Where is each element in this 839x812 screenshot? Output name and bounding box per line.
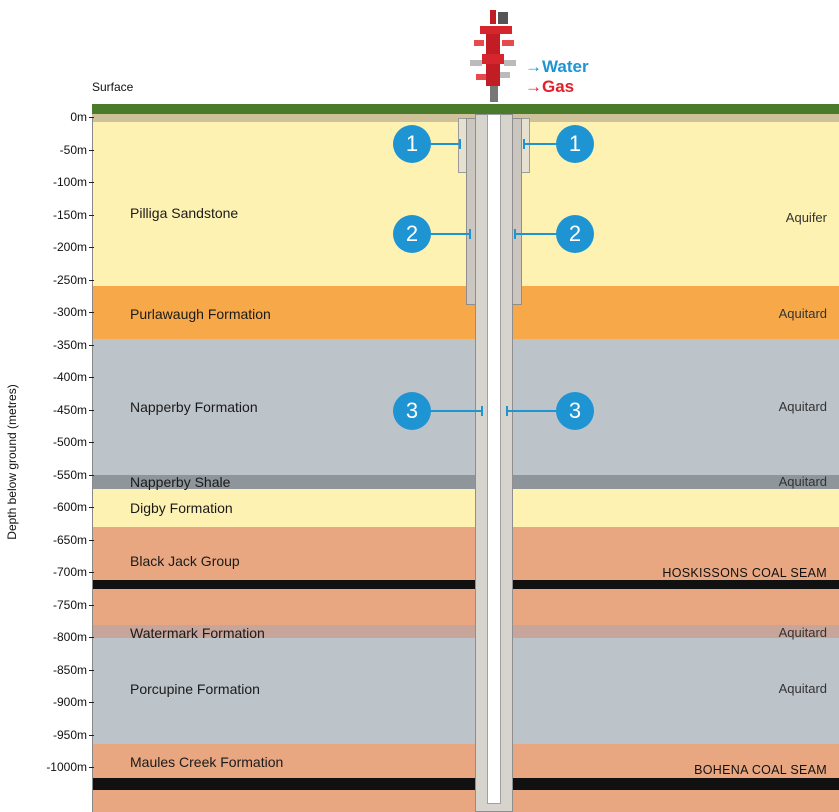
marker-3-left: 3 — [393, 392, 431, 430]
marker-3-left-cap — [481, 406, 483, 416]
gas-arrow-icon: → — [525, 77, 542, 96]
class-pilliga: Aquifer — [785, 210, 827, 225]
depth-tick-mark — [89, 377, 94, 378]
depth-tick-label: -150m — [52, 207, 87, 222]
depth-tick-mark — [89, 572, 94, 573]
label-purlawaugh-formation: Purlawaugh Formation — [130, 306, 271, 322]
class-watermark: Aquitard — [778, 625, 827, 640]
production-tubing — [487, 114, 501, 804]
depth-tick-mark — [89, 539, 94, 541]
depth-tick-mark — [89, 474, 94, 476]
layer-porcupine-formation — [92, 638, 839, 744]
depth-tick-mark — [89, 669, 94, 671]
marker-2-left: 2 — [393, 215, 431, 253]
grass-band — [92, 104, 839, 114]
layer-purlawaugh-formation — [92, 286, 839, 339]
marker-2-right: 2 — [556, 215, 594, 253]
label-napperby-formation: Napperby Formation — [130, 399, 258, 415]
depth-tick-label: -500m — [52, 435, 87, 449]
layer-napperby-shale — [92, 475, 839, 489]
depth-tick-label: -850m — [52, 662, 87, 677]
marker-1-right-cap — [523, 139, 525, 149]
marker-3-right-line — [506, 410, 557, 412]
label-watermark-formation: Watermark Formation — [130, 625, 265, 641]
label-porcupine-formation: Porcupine Formation — [130, 681, 260, 697]
layer-watermark-formation — [92, 625, 839, 638]
class-purlawaugh: Aquitard — [778, 306, 827, 321]
marker-1-right-line — [523, 143, 557, 145]
label-pilliga-sandstone: Pilliga Sandstone — [130, 205, 239, 221]
marker-3-left-line — [429, 410, 482, 412]
depth-tick-label: -300m — [52, 305, 87, 319]
marker-2-left-cap — [469, 229, 471, 239]
water-flow-label: →Water — [525, 57, 589, 76]
depth-tick-label: -100m — [52, 175, 87, 189]
surface-label: Surface — [92, 80, 134, 94]
depth-tick-label: -800m — [52, 630, 87, 644]
depth-tick-label: -450m — [52, 402, 87, 417]
bohena-coal-seam-band — [92, 778, 839, 790]
depth-tick-mark — [89, 637, 94, 638]
depth-tick-label: -650m — [52, 532, 87, 547]
depth-tick-label: -700m — [52, 565, 87, 579]
class-napperby-shale: Aquitard — [778, 474, 827, 489]
depth-tick-label: -750m — [52, 597, 87, 612]
depth-tick-mark — [89, 312, 94, 313]
depth-tick-mark — [89, 182, 94, 183]
depth-tick-label: -550m — [52, 467, 87, 482]
depth-tick-label: 0m — [70, 110, 87, 124]
marker-2-right-line — [514, 233, 557, 235]
depth-tick-mark — [89, 247, 94, 248]
depth-tick-label: -250m — [52, 272, 87, 287]
class-porcupine: Aquitard — [778, 681, 827, 696]
marker-1-left-line — [429, 143, 460, 145]
water-arrow-icon: → — [525, 57, 542, 76]
gas-flow-label: →Gas — [525, 77, 575, 96]
marker-3-right-cap — [506, 406, 508, 416]
depth-tick-mark — [89, 344, 94, 346]
depth-tick-mark — [89, 409, 94, 411]
marker-1-left-cap — [459, 139, 461, 149]
depth-tick-mark — [89, 149, 94, 151]
depth-tick-mark — [89, 767, 94, 768]
y-axis-line — [92, 117, 93, 812]
label-bohena-coal-seam: BOHENA COAL SEAM — [694, 763, 827, 777]
depth-tick-label: -1000m — [46, 760, 87, 774]
depth-tick-label: -900m — [52, 695, 87, 709]
depth-tick-mark — [89, 279, 94, 281]
label-digby-formation: Digby Formation — [130, 500, 233, 516]
depth-tick-mark — [89, 214, 94, 216]
depth-tick-mark — [89, 507, 94, 508]
label-maules-creek-formation: Maules Creek Formation — [130, 754, 284, 770]
hoskissons-coal-seam-band — [92, 580, 839, 589]
layer-napperby-formation — [92, 339, 839, 475]
depth-tick-label: -200m — [52, 240, 87, 254]
layer-digby-formation — [92, 489, 839, 527]
label-napperby-shale: Napperby Shale — [130, 474, 231, 490]
depth-tick-label: -400m — [52, 370, 87, 384]
depth-tick-mark — [89, 734, 94, 736]
marker-1-right: 1 — [556, 125, 594, 163]
marker-2-left-line — [429, 233, 470, 235]
depth-tick-label: -950m — [52, 727, 87, 742]
marker-2-right-cap — [514, 229, 516, 239]
marker-3-right: 3 — [556, 392, 594, 430]
marker-1-left: 1 — [393, 125, 431, 163]
label-black-jack-group: Black Jack Group — [130, 553, 240, 569]
wellhead-icon — [470, 10, 516, 102]
depth-tick-label: -50m — [59, 142, 87, 157]
depth-tick-mark — [89, 604, 94, 606]
depth-tick-mark — [89, 702, 94, 703]
soil-band — [92, 112, 839, 122]
depth-tick-mark — [89, 442, 94, 443]
depth-tick-label: -350m — [52, 337, 87, 352]
class-napperby: Aquitard — [778, 399, 827, 414]
depth-tick-label: -600m — [52, 500, 87, 514]
label-hoskissons-coal-seam: HOSKISSONS COAL SEAM — [662, 566, 827, 580]
depth-tick-mark — [89, 117, 94, 118]
